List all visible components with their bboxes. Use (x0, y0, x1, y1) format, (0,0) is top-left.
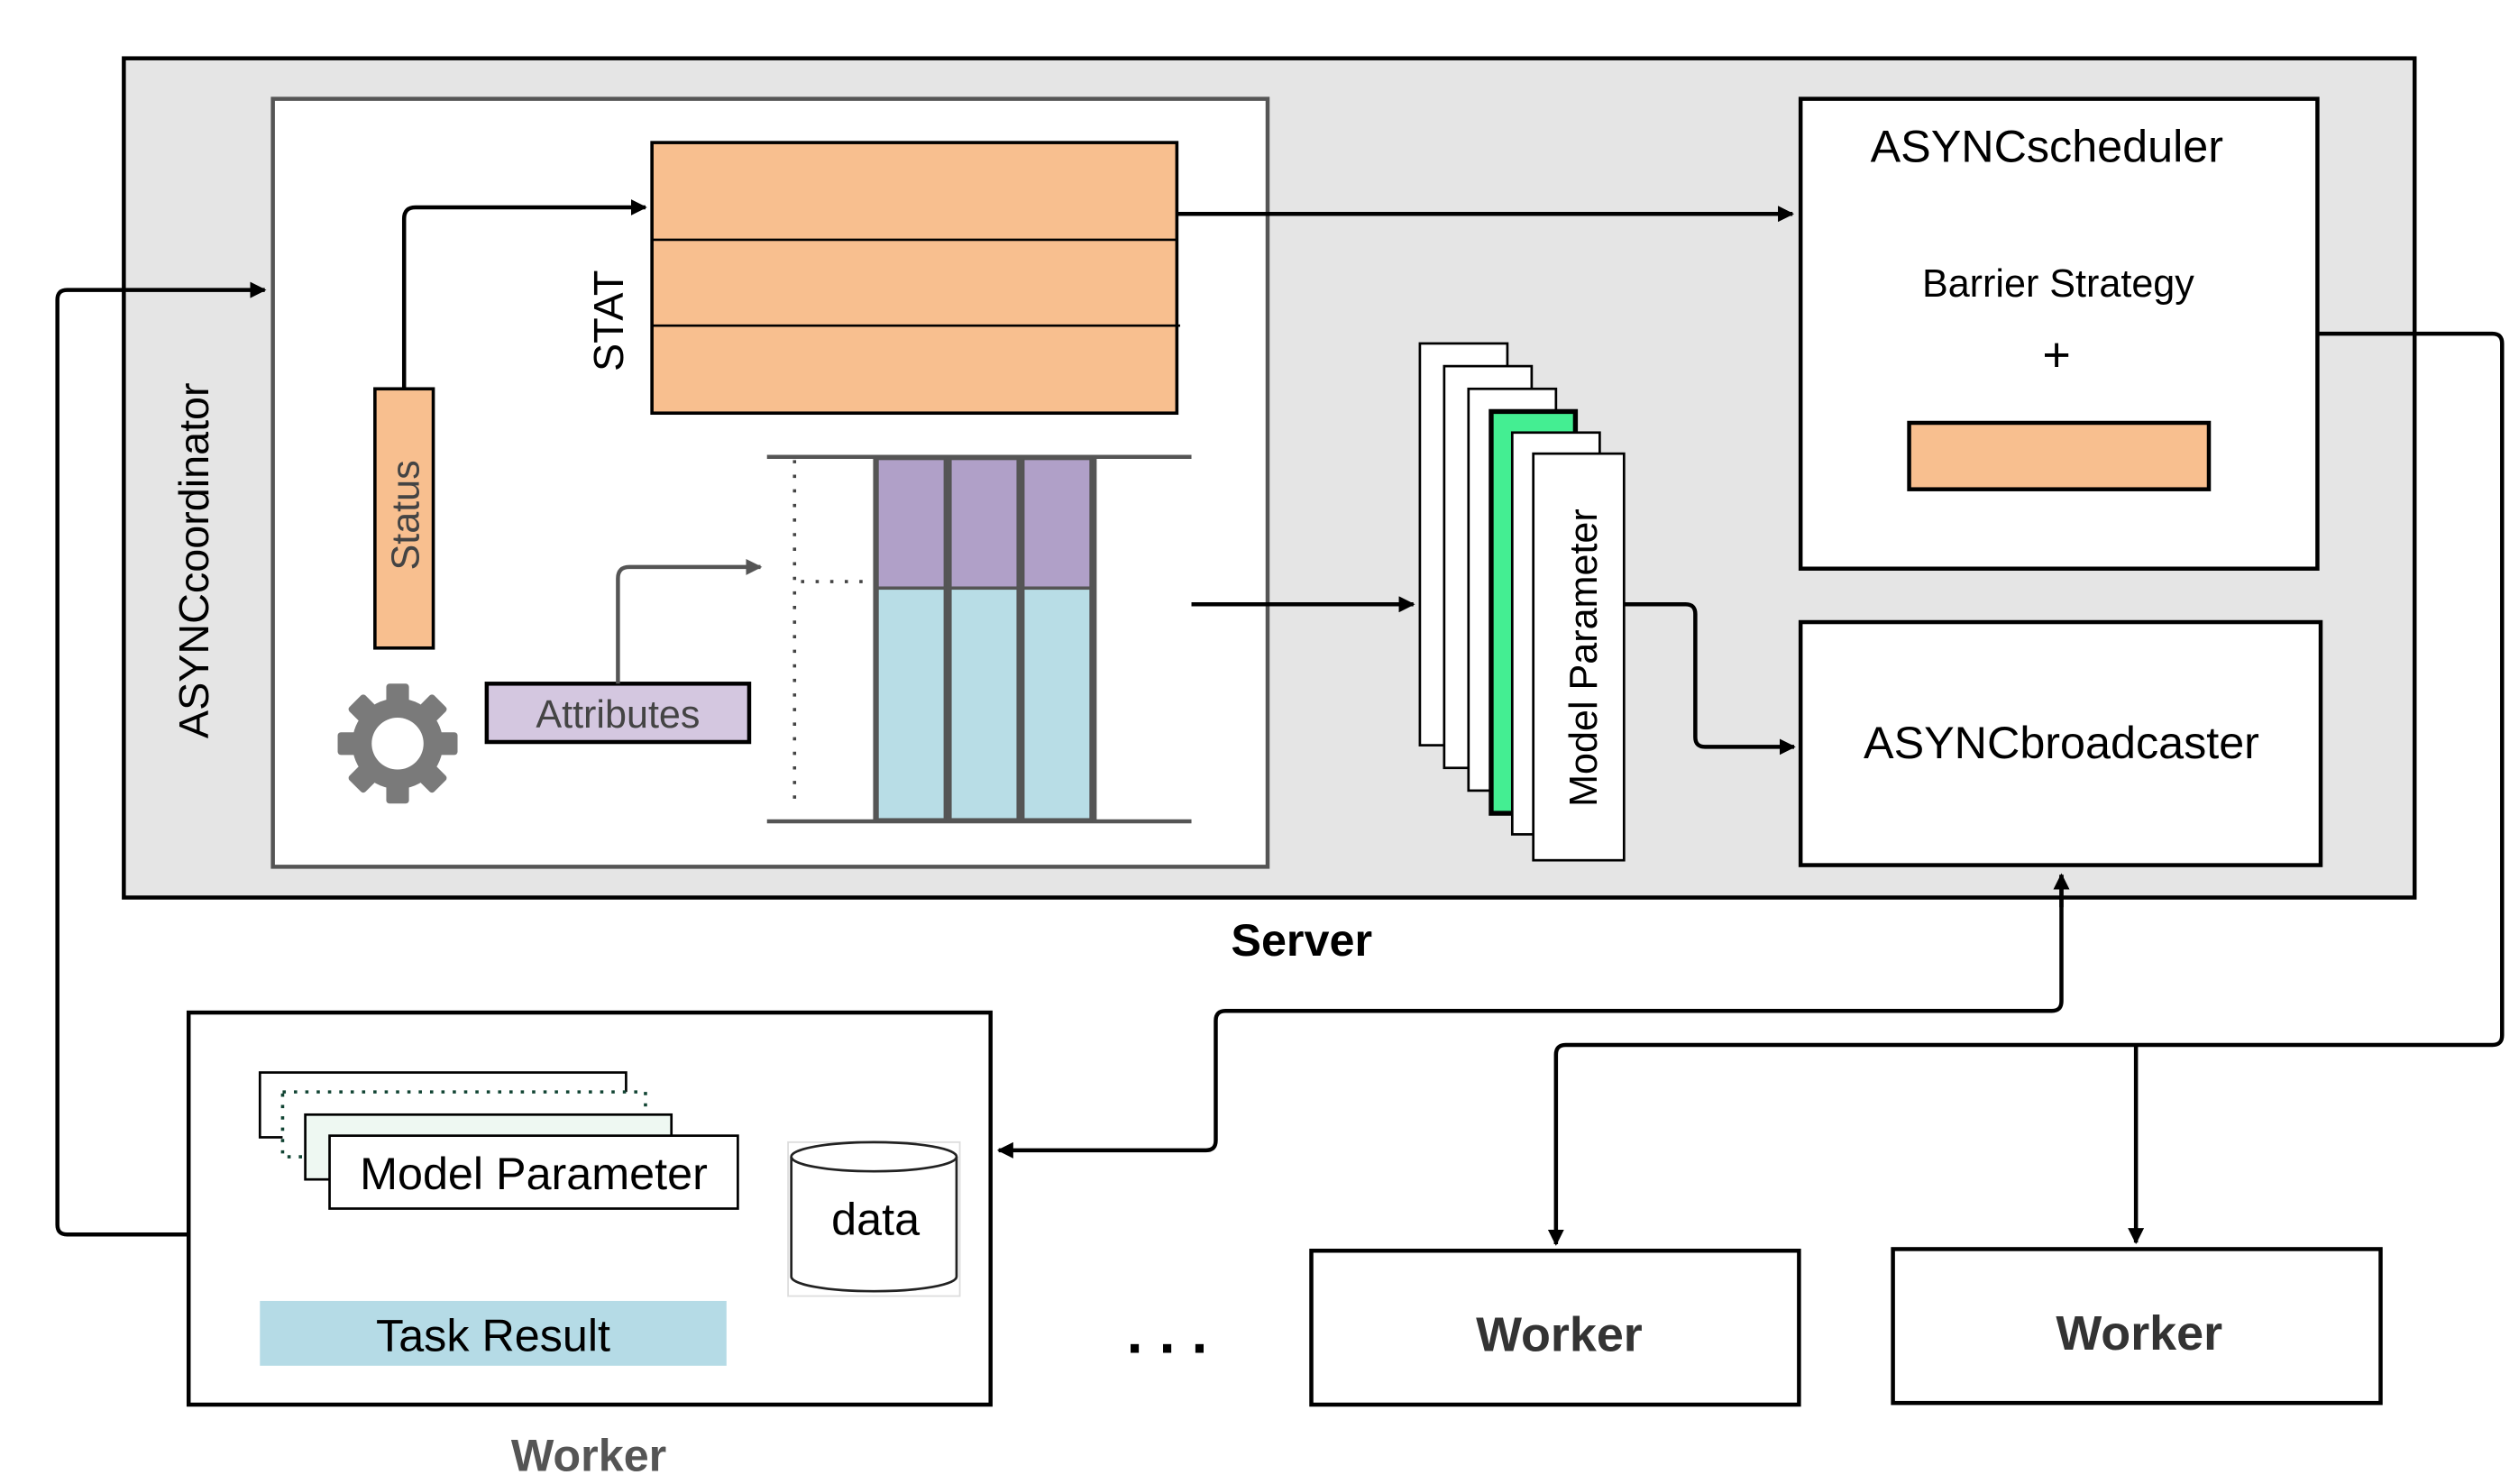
model-parameter-label: Model Parameter (1562, 508, 1606, 807)
worker-to-coordinator-arrow (55, 281, 267, 1237)
broadcaster-to-worker-arrow (996, 875, 2064, 1159)
model-parameter-stack (1418, 342, 1626, 862)
attributes-box (484, 682, 752, 745)
ellipsis: . . . (1127, 1299, 1208, 1365)
status-bar (373, 387, 435, 650)
coordinator-label: ASYNCcoordinator (170, 382, 217, 738)
scheduler-label: ASYNCscheduler (1871, 121, 2223, 172)
broadcaster-label: ASYNCbroadcaster (1864, 717, 2259, 768)
worker-model-parameter-stack (258, 1071, 739, 1210)
worker-label-1: Worker (1476, 1308, 1643, 1362)
scheduler-to-workers-arrow (1547, 331, 2505, 1246)
status-label: Status (384, 460, 427, 570)
attributes-to-queue-arrow (616, 558, 763, 684)
scheduler-stat-bar (1907, 420, 2212, 491)
worker-detail-label: Worker (511, 1430, 666, 1481)
server-label: Server (1231, 914, 1372, 966)
model-to-broadcaster-arrow (1624, 602, 1796, 756)
plus-sign: + (2042, 328, 2070, 382)
gear-icon (337, 683, 458, 804)
task-queue (766, 454, 1192, 824)
data-cylinder-icon (787, 1140, 961, 1297)
task-result-label: Task Result (376, 1310, 610, 1361)
worker-model-parameter-label: Model Parameter (360, 1148, 708, 1199)
stat-table (650, 141, 1180, 416)
task-result-bar (260, 1300, 727, 1366)
broadcaster-box (1798, 619, 2323, 867)
stat-label: STAT (585, 270, 632, 371)
data-label: data (831, 1193, 920, 1244)
worker-box-1 (1309, 1248, 1801, 1407)
barrier-strategy-label: Barrier Strategy (1922, 262, 2194, 306)
worker-box-2 (1891, 1247, 2383, 1406)
worker-label-2: Worker (2056, 1306, 2222, 1360)
status-to-stat-arrow (401, 199, 647, 389)
attributes-label: Attributes (536, 693, 700, 737)
